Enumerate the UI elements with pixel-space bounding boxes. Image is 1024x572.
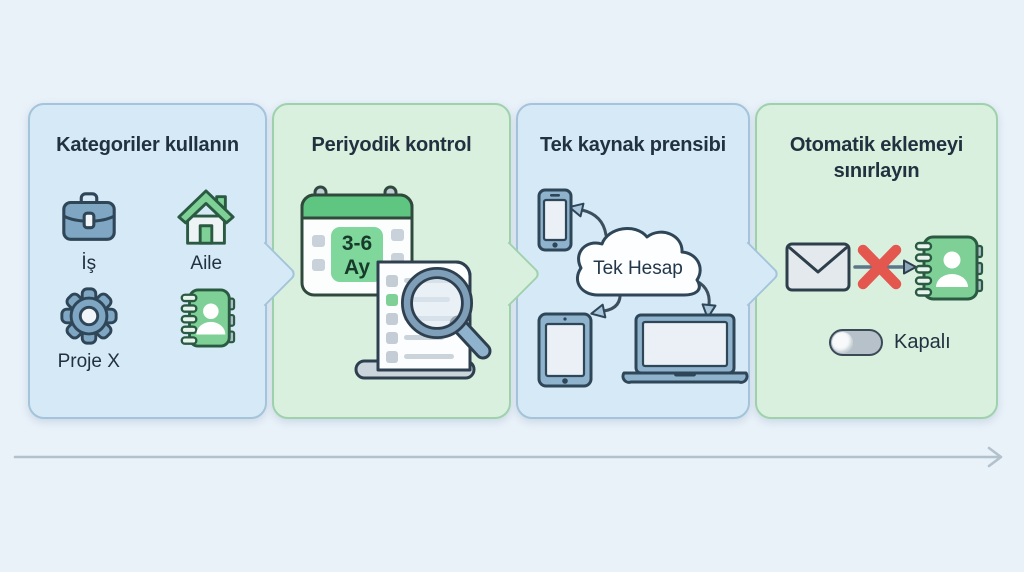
calendar-review-illustration: 3-6 Ay bbox=[300, 185, 492, 380]
contact-book-icon bbox=[914, 235, 984, 301]
calendar-badge-line2: Ay bbox=[344, 256, 370, 279]
tablet-icon bbox=[537, 312, 593, 388]
cloud-icon: Tek Hesap bbox=[575, 227, 702, 297]
category-work-label: İş bbox=[81, 253, 97, 274]
blocked-import-illustration bbox=[785, 235, 984, 301]
auto-add-toggle bbox=[829, 329, 883, 356]
panel-single-source: Tek kaynak prensibi bbox=[516, 103, 781, 419]
sync-devices-illustration: Tek Hesap bbox=[537, 188, 749, 388]
timeline-arrow bbox=[13, 446, 1003, 468]
calendar-badge-line1: 3-6 bbox=[342, 232, 372, 255]
panel-limit-auto-add: Otomatik eklemeyi sınırlayın bbox=[755, 103, 998, 419]
category-grid: İş Aile bbox=[30, 187, 265, 377]
house-icon bbox=[177, 189, 235, 245]
toggle-knob bbox=[832, 331, 853, 353]
sync-arrowheads bbox=[568, 202, 717, 319]
magnifier-icon bbox=[400, 267, 492, 360]
contact-book-icon bbox=[180, 288, 236, 348]
laptop-icon bbox=[621, 313, 749, 384]
envelope-icon bbox=[785, 242, 851, 292]
panel-limit-auto-add-title: Otomatik eklemeyi sınırlayın bbox=[789, 134, 964, 182]
blocked-arrow bbox=[853, 244, 917, 290]
panel-periodic-check-title: Periyodik kontrol bbox=[311, 134, 472, 156]
cloud-label: Tek Hesap bbox=[593, 258, 683, 279]
category-family: Aile bbox=[175, 187, 237, 275]
category-project: Proje X bbox=[58, 285, 120, 377]
panel-periodic-check: Periyodik kontrol 3-6 Ay bbox=[272, 103, 542, 419]
arrowhead bbox=[903, 259, 917, 275]
gear-icon bbox=[60, 287, 118, 345]
red-x-icon bbox=[857, 244, 902, 290]
panel-categories: Kategoriler kullanın İş bbox=[28, 103, 298, 419]
toggle-label: Kapalı bbox=[894, 331, 951, 353]
category-family-label: Aile bbox=[190, 253, 223, 274]
panel-categories-title: Kategoriler kullanın bbox=[56, 134, 239, 156]
category-project-label: Proje X bbox=[57, 351, 120, 372]
category-work: İş bbox=[58, 187, 120, 275]
panel-single-source-title: Tek kaynak prensibi bbox=[540, 134, 726, 156]
category-contacts bbox=[175, 285, 237, 377]
phone-icon bbox=[537, 188, 573, 252]
briefcase-icon bbox=[62, 192, 116, 241]
